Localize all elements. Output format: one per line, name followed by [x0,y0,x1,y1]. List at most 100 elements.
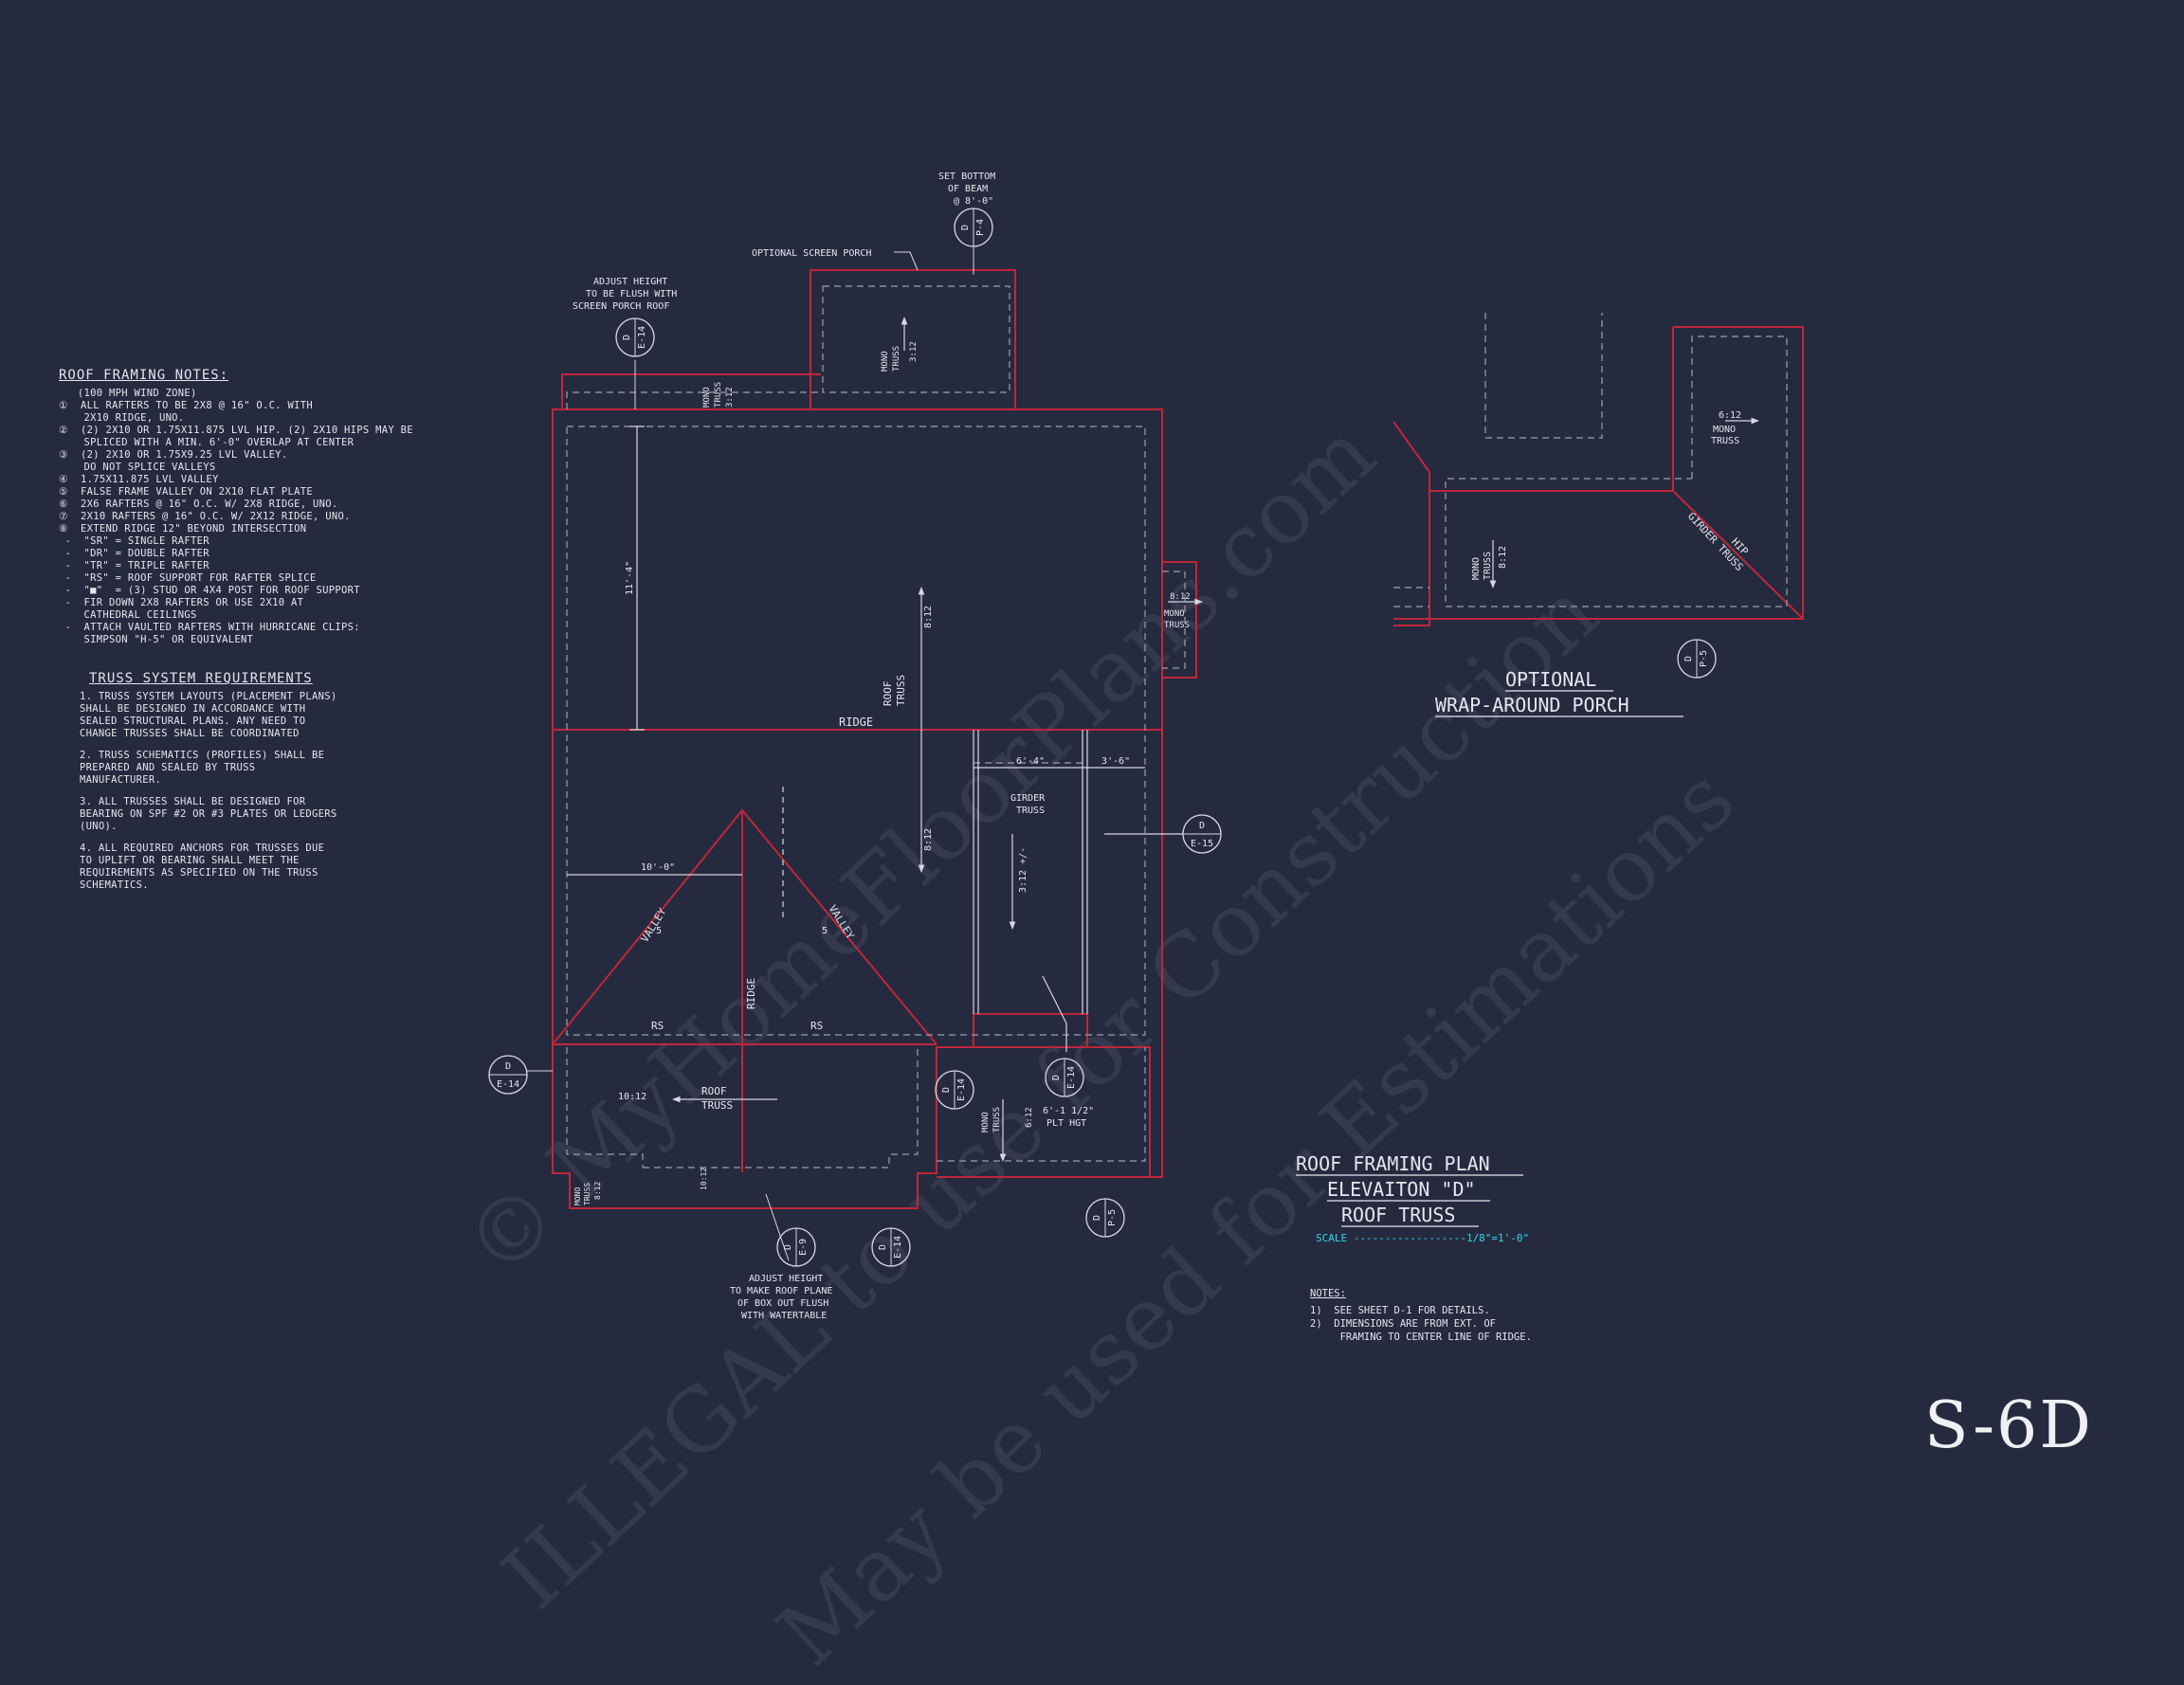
mono-lower-1: MONO [981,1112,991,1132]
adjust-bottom-3: OF BOX OUT FLUSH [737,1298,828,1309]
girder-truss-2: TRUSS [1016,806,1045,816]
plt-hgt-2: PLT HGT [1046,1118,1086,1129]
plan-title-1: ROOF FRAMING PLAN [1296,1152,1490,1175]
set-bottom-2: OF BEAM [948,184,988,194]
callout-leaders [526,246,974,1261]
valley-right: VALLEY [826,903,856,942]
roof-note-line: SPLICED WITH A MIN. 6'-0" OVERLAP AT CEN… [59,437,355,448]
titles: OPTIONAL WRAP-AROUND PORCH ROOF FRAMING … [1296,668,1684,1244]
roof-note-line: 2x10 RIDGE, UNO. [59,412,185,424]
section-marker-letter: D [1684,656,1694,661]
valley-num-right: 5 [822,926,828,936]
mono-top-1: MONO [702,387,712,408]
section-marker-letter: D [1051,1075,1062,1080]
roof-truss-bottom-1: ROOF [701,1085,727,1097]
roof-note-line: ② (2) 2x10 OR 1.75x11.875 LVL HIP. (2) 2… [59,425,413,436]
mono-porch-2: TRUSS [892,346,901,371]
sheet-number: S-6D [1924,1388,2093,1463]
section-marker-ref: E-15 [1191,839,1213,849]
section-marker-ref: E-9 [798,1239,809,1256]
truss-requirement-item: 4. ALL REQUIRED ANCHORS FOR TRUSSES DUE … [80,842,325,891]
upper-left-outline [561,373,821,409]
mono-porch-1: MONO [881,351,890,371]
valley-left: VALLEY [639,906,669,945]
ridge-label-vertical: RIDGE [745,978,757,1009]
section-marker-letter: D [505,1061,511,1072]
plt-hgt-1: 6'-1 1/2" [1043,1106,1094,1116]
pitch-8-12-lower: 8:12 [923,828,934,851]
adjust-top-2: TO BE FLUSH WITH [586,289,677,299]
mono-bump-2: TRUSS [1164,621,1190,630]
lower-mid-dashed [643,1047,919,1169]
porch-mono-1: MONO [1471,557,1482,580]
plan-note-1: 1) SEE SHEET D-1 FOR DETAILS. [1310,1305,1490,1316]
dim-3-6-label: 3'-6" [1101,756,1130,767]
roof-note-line: - "RS" = ROOF SUPPORT FOR RAFTER SPLICE [59,572,317,584]
section-marker-letter: D [1092,1215,1102,1221]
section-marker-ref: E-14 [956,1078,967,1101]
plan-title-3: ROOF TRUSS [1341,1204,1455,1226]
roof-note-line: ⑦ 2x10 RAFTERS @ 16" O.C. W/ 2x12 RIDGE,… [59,511,351,522]
porch-pitch-1: 8:12 [1498,546,1508,569]
set-bottom-3: @ 8'-0" [954,196,993,207]
pitch-10-12: 10:12 [618,1092,646,1102]
porch-mono-3: MONO [1713,425,1736,435]
mono-top-2: TRUSS [714,382,723,408]
adjust-bottom-1: ADJUST HEIGHT [749,1274,823,1284]
roof-note-line: - ATTACH VAULTED RAFTERS WITH HURRICANE … [59,622,360,633]
pitch-3-12-top: 3:12 [725,387,735,408]
screen-porch-leader [894,251,919,271]
wall-outlines [552,269,1804,1209]
dim-6-4-label: 6'-4" [1016,756,1045,767]
roof-note-line: - "TR" = TRIPLE RAFTER [59,560,209,571]
adjust-top-1: ADJUST HEIGHT [593,277,667,287]
truss-requirements: TRUSS SYSTEM REQUIREMENTS 1. TRUSS SYSTE… [80,671,392,901]
ridge-label: RIDGE [839,716,873,729]
screen-porch-dashed [822,285,1010,393]
porch-title-2: WRAP-AROUND PORCH [1435,694,1629,716]
mono-bottom-1: MONO [573,1187,582,1205]
truss-requirements-heading: TRUSS SYSTEM REQUIREMENTS [89,671,313,686]
porch-mono-4: TRUSS [1711,436,1739,446]
roof-note-line: ④ 1.75x11.875 LVL VALLEY [59,474,219,485]
section-marker: D E-14 [1045,1058,1084,1097]
section-marker-ref: E-14 [1066,1066,1077,1089]
lower-left-dashed [566,1047,644,1168]
section-marker-ref: E-14 [497,1079,519,1090]
mono-bump-1: MONO [1164,609,1185,619]
roof-truss-bottom-2: TRUSS [701,1099,733,1112]
porch-title-1: OPTIONAL [1505,668,1596,691]
main-roof-outline [552,373,811,1172]
section-marker-letter: D [960,225,971,230]
section-marker-letter: D [1199,821,1205,831]
rs-left: RS [651,1020,664,1032]
roof-note-line: - FIR DOWN 2x8 RAFTERS OR USE 2x10 AT [59,597,304,608]
roof-note-line: ① ALL RAFTERS TO BE 2x8 @ 16" O.C. WITH [59,400,313,411]
dim-11-4-label: 11'-4" [625,561,635,595]
roof-note-line: SIMPSON "H-5" OR EQUIVALENT [59,634,254,645]
plan-note-3: FRAMING TO CENTER LINE OF RIDGE. [1310,1332,1532,1343]
pitch-bump: 8:12 [1170,592,1191,602]
plan-notes: NOTES: 1) SEE SHEET D-1 FOR DETAILS. 2) … [1310,1287,1532,1344]
roof-note-line: - "DR" = DOUBLE RAFTER [59,548,209,559]
truss-requirement-item: 1. TRUSS SYSTEM LAYOUTS (PLACEMENT PLANS… [80,691,337,739]
adjust-bottom-leader [765,1193,790,1261]
screen-porch-label: OPTIONAL SCREEN PORCH [752,248,871,259]
roof-framing-notes: ROOF FRAMING NOTES: (100 MPH WIND ZONE)①… [59,369,413,646]
pitch-3-12-pm: 3:12 +/- [1018,847,1028,893]
roof-framing-notes-list: (100 MPH WIND ZONE)① ALL RAFTERS TO BE 2… [59,388,413,646]
roof-note-line: ⑤ FALSE FRAME VALLEY ON 2x10 FLAT PLATE [59,486,313,498]
section-marker-ref: P-4 [975,219,986,236]
section-marker-letter: D [878,1244,888,1250]
dim-10-0-label: 10'-0" [641,862,675,873]
section-marker-ref: E-14 [637,326,647,349]
porch-diagonal-2 [1392,421,1430,473]
plt-hgt-leader [1042,975,1067,1024]
upper-dashed [566,391,823,409]
